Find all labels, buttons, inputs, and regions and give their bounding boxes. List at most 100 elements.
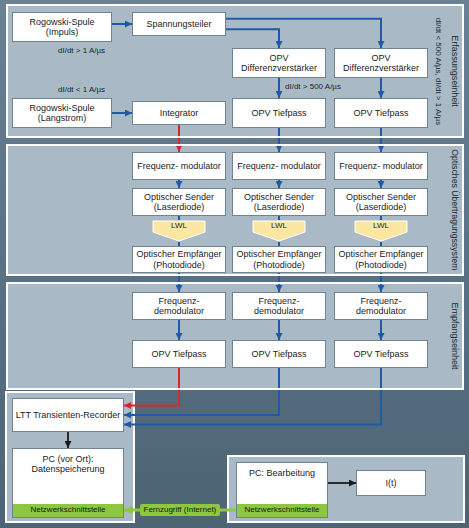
box-text: Frequenz- demodulator [135, 296, 223, 317]
fiber-label: LWL [152, 220, 206, 231]
panel-title: Empfangseinheit [449, 302, 459, 369]
fiber-label: LWL [354, 220, 408, 231]
fiber-outline [153, 221, 205, 241]
box-text: Optischer Empfänger (Photodiode) [337, 249, 425, 270]
process-box: OPV Tiefpass [334, 98, 428, 128]
signal-arrow [178, 125, 180, 152]
signal-arrow [112, 23, 132, 25]
box-text: Optischer Empfänger (Photodiode) [135, 249, 223, 270]
process-box: Spannungsteiler [132, 12, 226, 36]
box-text: OPV Differenzverstärker [235, 53, 323, 74]
fiber-link: LWL [354, 220, 408, 242]
box-text: Spannungsteiler [135, 19, 223, 29]
signal-arrow [380, 320, 382, 340]
box-text: Optischer Empfänger (Photodiode) [235, 249, 323, 270]
signal-arrow [124, 368, 381, 425]
box-text: Frequenz- demodulator [235, 296, 323, 317]
region-outline [228, 456, 464, 522]
process-box: Rogowski-Spule (Langstrom) [12, 98, 112, 128]
box-text: OPV Tiefpass [337, 108, 425, 118]
process-box: Optischer Empfänger (Photodiode) [232, 246, 326, 273]
range-note: dI/dt > 1 A/µs [58, 46, 105, 55]
signal-arrow [380, 78, 382, 98]
box-text: Frequenz- demodulator [337, 296, 425, 317]
signal-arrow [278, 78, 280, 98]
process-box: OPV Tiefpass [334, 340, 428, 368]
signal-arrow [278, 128, 280, 152]
box-text: PC (vor Ort): Datenspeicherung [15, 454, 121, 475]
process-box: Frequenz- demodulator [232, 292, 326, 320]
box-text: OPV Tiefpass [235, 108, 323, 118]
fiber-link: LWL [152, 220, 206, 242]
box-text: Optischer Sender (Laserdiode) [235, 192, 323, 213]
interface-bar: Netzwerkschnittstelle [13, 504, 123, 517]
signal-arrow [178, 216, 180, 220]
unit-panel: Erfassungseinheit Rogowski-Spule (Impuls)… [6, 4, 464, 138]
process-box: LTT Transienten-Recorder [12, 398, 124, 432]
box-text: OPV Tiefpass [337, 349, 425, 359]
box-text: PC: Bearbeitung [239, 468, 325, 478]
signal-arrow [178, 320, 180, 340]
box-text: LTT Transienten-Recorder [15, 410, 121, 420]
box-text: Frequenz- modulator [235, 161, 323, 171]
box-text: OPV Tiefpass [235, 349, 323, 359]
computer-box: PC (vor Ort): DatenspeicherungNetzwerksc… [12, 448, 124, 518]
signal-arrow [226, 29, 279, 48]
signal-arrow [278, 216, 280, 220]
process-box: Optischer Sender (Laserdiode) [334, 188, 428, 216]
signal-arrow [178, 180, 180, 188]
signal-arrow [278, 320, 280, 340]
signal-arrow [380, 180, 382, 188]
signal-arrow [226, 19, 381, 48]
signal-arrow [124, 368, 279, 415]
interface-bar: Netzwerkschnittstelle [237, 504, 327, 517]
fiber-outline [253, 221, 305, 241]
process-box: OPV Differenzverstärker [232, 48, 326, 78]
process-box: Frequenz- demodulator [334, 292, 428, 320]
fiber-link: LWL [252, 220, 306, 242]
panel-title: Optisches Übertragungssystem [449, 149, 459, 270]
unit-panel: Optisches Übertragungssystem Frequenz- mo… [6, 144, 464, 276]
signal-arrow [380, 128, 382, 152]
process-box: Optischer Sender (Laserdiode) [232, 188, 326, 216]
range-note: dI/dt < 500 A/µs, dI/dt > 1 A/µs [433, 17, 442, 125]
process-box: Optischer Empfänger (Photodiode) [334, 246, 428, 273]
signal-arrow [67, 432, 69, 448]
panel-fill [6, 282, 464, 390]
panel-fill [6, 4, 464, 138]
edge-label: Fernzugriff (Internet) [140, 504, 221, 516]
box-text: Frequenz- modulator [135, 161, 223, 171]
range-note: dI/dt > 500 A/µs [285, 82, 341, 91]
computer-box: PC: BearbeitungNetzwerkschnittstelle [236, 462, 328, 518]
process-box: Optischer Sender (Laserdiode) [132, 188, 226, 216]
signal-arrow [380, 216, 382, 220]
process-box: Frequenz- modulator [132, 152, 226, 180]
process-box: OPV Tiefpass [232, 340, 326, 368]
process-box: Optischer Empfänger (Photodiode) [132, 246, 226, 273]
signal-arrow [328, 482, 356, 484]
signal-arrow [112, 112, 132, 114]
process-box: Frequenz- demodulator [132, 292, 226, 320]
region-outline [6, 392, 134, 522]
fiber-label: LWL [252, 220, 306, 231]
box-text: OPV Tiefpass [135, 349, 223, 359]
box-text: OPV Differenzverstärker [337, 53, 425, 74]
box-text: Optischer Sender (Laserdiode) [337, 192, 425, 213]
process-box: Rogowski-Spule (Impuls) [12, 12, 112, 42]
process-box: Frequenz- modulator [232, 152, 326, 180]
process-box: I(t) [356, 470, 426, 496]
process-box: Integrator [132, 101, 226, 125]
box-text: Integrator [135, 108, 223, 118]
process-box: OPV Tiefpass [232, 98, 326, 128]
panel-fill [6, 144, 464, 276]
unit-panel: Empfangseinheit Frequenz- demodulator Freq… [6, 282, 464, 390]
box-text: Rogowski-Spule (Langstrom) [15, 103, 109, 124]
range-note: dI/dt < 1 A/µs [58, 85, 105, 94]
signal-arrow [278, 180, 280, 188]
fiber-outline [355, 221, 407, 241]
process-box: Frequenz- modulator [334, 152, 428, 180]
box-text: Optischer Sender (Laserdiode) [135, 192, 223, 213]
panel-title: Erfassungseinheit [449, 35, 459, 107]
box-text: Frequenz- modulator [337, 161, 425, 171]
box-text: I(t) [359, 478, 423, 488]
